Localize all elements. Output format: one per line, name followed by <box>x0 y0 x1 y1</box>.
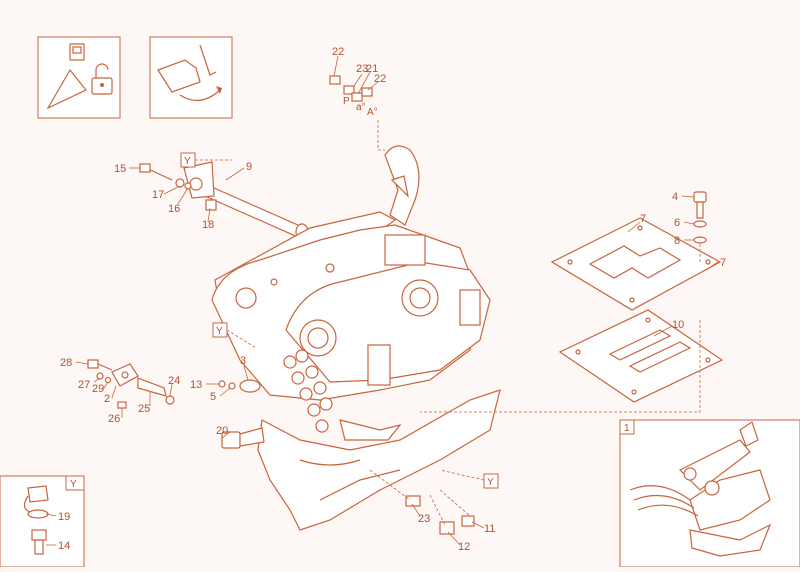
part-label: 16 <box>168 203 180 215</box>
port-glyph: P <box>343 96 350 107</box>
part-label: 13 <box>190 379 202 391</box>
rotate-pictogram-box <box>149 36 233 119</box>
part-label: 2 <box>104 393 110 405</box>
svg-text:Y: Y <box>216 326 223 337</box>
part-label: 5 <box>210 391 216 403</box>
part-label: 9 <box>246 161 252 173</box>
bolt-4-stack <box>693 191 707 262</box>
port-glyph: a° <box>356 102 366 113</box>
part-label: 18 <box>202 219 214 231</box>
left-fittings <box>87 359 261 409</box>
plate-10 <box>558 309 724 403</box>
part-label: 25 <box>138 403 150 415</box>
part-label: 4 <box>672 191 678 203</box>
part-label: 27 <box>78 379 90 391</box>
part-label: 28 <box>60 357 72 369</box>
y-tag-label: Y <box>70 479 77 490</box>
quick-coupler-body <box>211 145 501 531</box>
part-label: 22 <box>332 46 344 58</box>
part-label: 20 <box>216 425 228 437</box>
part-label: 26 <box>108 413 120 425</box>
part-label: 11 <box>484 523 495 535</box>
part-label: 12 <box>458 541 470 553</box>
port-glyph: A° <box>367 107 378 118</box>
inset-number: 1 <box>624 423 630 434</box>
inset-overview <box>619 419 800 568</box>
inset-y-detail <box>0 475 85 568</box>
plate-7 <box>550 217 722 311</box>
leader-lines <box>45 55 719 546</box>
pin-assembly <box>139 161 309 241</box>
part-label: 8 <box>674 235 680 247</box>
part-label: 6 <box>674 217 680 229</box>
part-labels: 22 23 21 22 15 9 17 16 18 4 6 8 7 7 10 2… <box>58 46 726 553</box>
bolt-pattern <box>283 349 333 433</box>
cap-screw-20 <box>221 427 265 449</box>
part-label: 15 <box>114 163 126 175</box>
part-label: 17 <box>152 189 164 201</box>
leader-dashed <box>420 320 701 413</box>
svg-text:Y: Y <box>184 156 191 167</box>
fittings-top: P a° A° <box>329 75 385 151</box>
padlock-icon <box>91 63 113 95</box>
part-label: 7 <box>640 213 646 225</box>
y-tag: Y <box>180 152 232 168</box>
part-label: 14 <box>58 540 70 552</box>
part-label: 22 <box>374 73 386 85</box>
lock-pictogram-box <box>37 36 121 119</box>
part-label: 3 <box>240 355 246 367</box>
part-label: 23 <box>418 513 430 525</box>
svg-text:Y: Y <box>487 477 494 488</box>
part-label: 23 <box>356 63 368 75</box>
part-label: 19 <box>58 511 70 523</box>
part-label: 21 <box>366 63 378 75</box>
bottom-fittings <box>369 469 475 535</box>
part-label: 7 <box>720 257 726 269</box>
y-tag: Y <box>439 469 499 489</box>
part-label: 10 <box>672 319 684 331</box>
part-label: 29 <box>92 383 104 395</box>
y-tag: Y <box>212 322 257 349</box>
rotate-arrow-icon <box>179 86 222 101</box>
part-label: 24 <box>168 375 180 387</box>
